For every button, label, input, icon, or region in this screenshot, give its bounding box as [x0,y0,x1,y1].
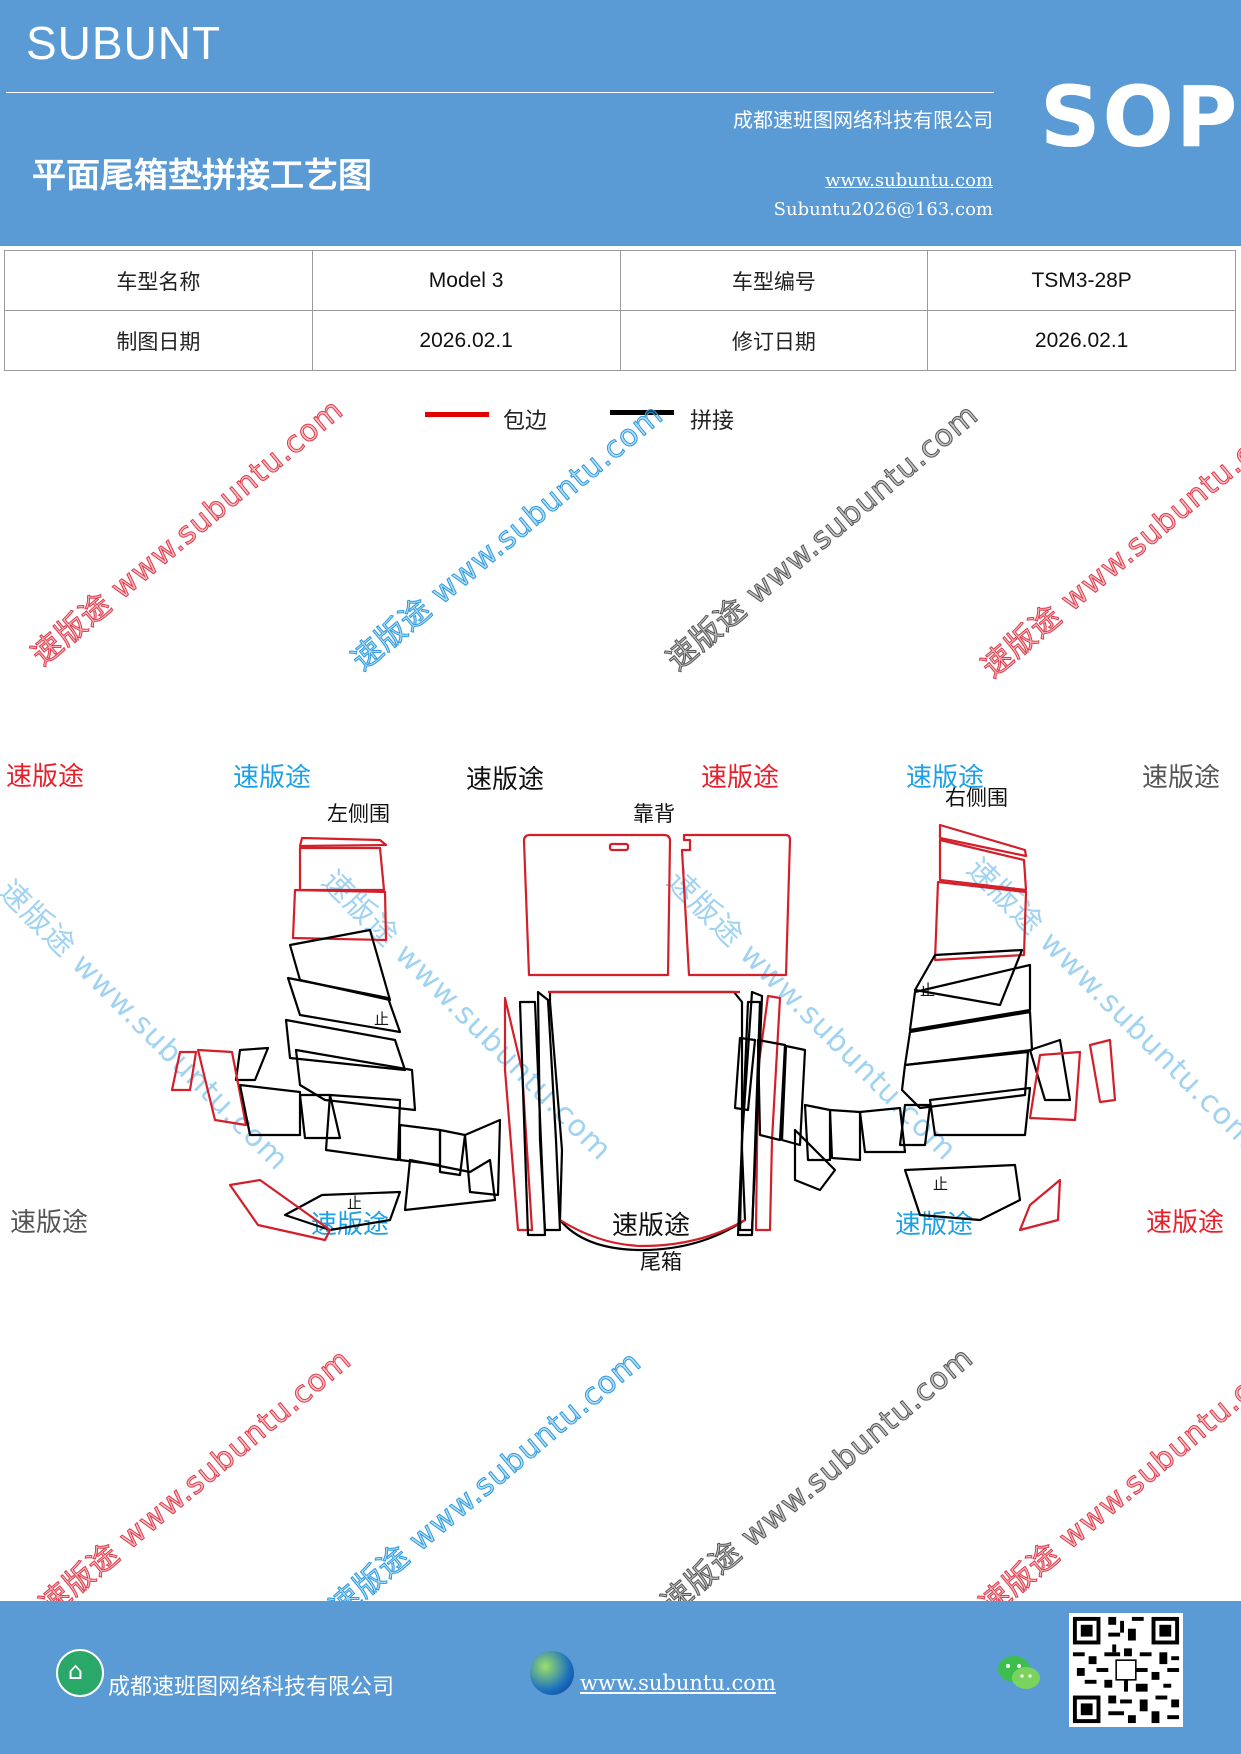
legend-edge-swatch [425,412,489,417]
table-cell: 2026.02.1 [311,310,621,371]
legend-seam-label: 拼接 [690,409,735,434]
watermark: 速版途 www.subuntu.com [323,1344,649,1626]
home-icon: ⌂ [56,1649,104,1697]
stop-mark: 止 [374,1010,390,1028]
right-side-pieces [733,823,1117,1232]
part-label-back: 靠背 [633,802,675,826]
left-side-pieces [170,836,502,1242]
wechat-icon[interactable] [996,1653,1042,1693]
brand-label: 速版途 [1146,1208,1225,1238]
footer-banner: ⌂ 成都速班图网络科技有限公司 www.subuntu.com [0,1601,1241,1754]
backrest-left-panel [522,833,672,977]
brand-label: 速版途 [895,1210,974,1240]
table-cell: Model 3 [311,250,621,311]
table-row: 制图日期 2026.02.1 修订日期 2026.02.1 [4,310,1236,371]
table-row: 车型名称 Model 3 车型编号 TSM3-28P [4,250,1236,311]
email-address: Subuntu2026@163.com [773,199,993,220]
header-banner: SUBUNT 成都速班图网络科技有限公司 平面尾箱垫拼接工艺图 www.subu… [0,0,1241,246]
legend-edge-label: 包边 [503,409,548,434]
brand-label: 速版途 [1142,763,1221,793]
qr-code [1069,1613,1183,1727]
globe-icon [530,1651,574,1695]
watermark: 速版途 www.subuntu.com [33,1342,359,1624]
sop-badge: SOP [1040,68,1240,166]
brand-label: 速版途 [6,762,85,792]
watermark: 速版途 www.subuntu.com [975,404,1241,686]
brand-label: 速版途 [10,1208,89,1238]
table-cell: 修订日期 [619,310,929,371]
document-title: 平面尾箱垫拼接工艺图 [32,156,372,196]
table-cell: 车型名称 [4,250,313,311]
brand-label: 速版途 [612,1211,691,1241]
part-label-right: 右侧围 [945,786,1008,810]
table-cell: 制图日期 [4,310,313,371]
part-label-left: 左侧围 [327,802,390,826]
brand-label: 速版途 [701,763,780,793]
stop-mark: 止 [347,1194,363,1212]
table-cell: 2026.02.1 [927,310,1236,371]
watermark: 速版途 www.subuntu.com [973,1342,1241,1624]
pattern-diagram [170,823,1117,1252]
brand-label: 速版途 [906,763,985,793]
company-name: 成都速班图网络科技有限公司 [733,108,993,132]
part-label-trunk: 尾箱 [640,1250,682,1274]
table-cell: TSM3-28P [927,250,1236,311]
footer-company: 成都速班图网络科技有限公司 [108,1675,395,1700]
legend-seam-swatch [610,410,674,415]
brand-name: SUBUNT [26,17,222,69]
stop-mark: 止 [933,1175,949,1193]
brand-label: 速版途 [466,765,545,795]
brand-label: 速版途 [233,763,312,793]
info-table: 车型名称 Model 3 车型编号 TSM3-28P 制图日期 2026.02.… [4,250,1236,371]
watermark: 速版途 www.subuntu.com [655,1340,981,1622]
footer-website-link[interactable]: www.subuntu.com [580,1671,776,1695]
trunk-floor [503,990,782,1252]
backrest-right-panel [680,833,792,977]
website-link[interactable]: www.subuntu.com [825,170,993,191]
watermark: 速版途 www.subuntu.com [25,392,351,674]
header-divider [6,92,994,93]
table-cell: 车型编号 [619,250,929,311]
